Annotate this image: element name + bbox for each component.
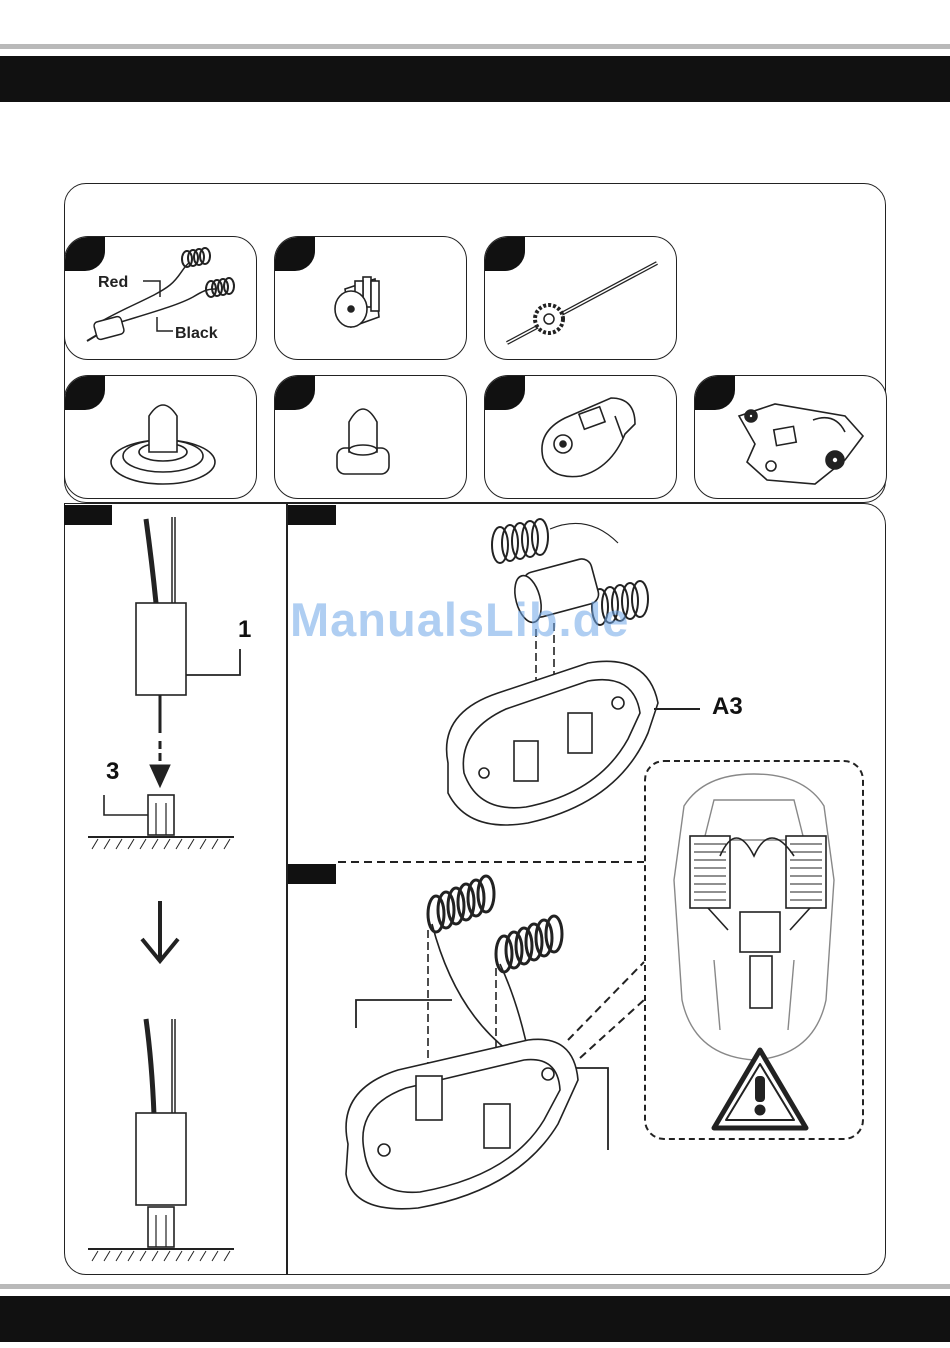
header-rule [0, 44, 950, 49]
footer-bar [0, 1296, 950, 1342]
footer-rule [0, 1284, 950, 1289]
chassis-callout-label: A3 [712, 693, 743, 721]
watermark: ManualsLib.de [290, 592, 629, 647]
part-headlight-lens-base [64, 375, 257, 499]
part-pinion-gear [274, 236, 467, 360]
header-bar [0, 56, 950, 102]
chassis-drawing [695, 376, 887, 499]
front-shell-drawing [485, 376, 677, 499]
lens-base-drawing [65, 376, 257, 499]
pinion-drawing [275, 237, 467, 360]
motor-black-wire-label: Black [175, 325, 218, 342]
pinion-callout-label: 3 [106, 758, 119, 786]
motor-red-wire-label: Red [98, 274, 128, 291]
led-lens-drawing [275, 376, 467, 499]
axle-drawing [485, 237, 677, 360]
motor-drawing: Red Black [65, 237, 257, 360]
part-chassis-base [694, 375, 887, 499]
part-led-lens [274, 375, 467, 499]
coils-into-shell-drawing [288, 864, 884, 1274]
part-rear-axle [484, 236, 677, 360]
part-front-body-shell [484, 375, 677, 499]
motor-callout-label: 1 [238, 616, 251, 644]
part-motor-with-coils: Red Black [64, 236, 257, 360]
motor-pinion-press-drawing [64, 503, 286, 1275]
